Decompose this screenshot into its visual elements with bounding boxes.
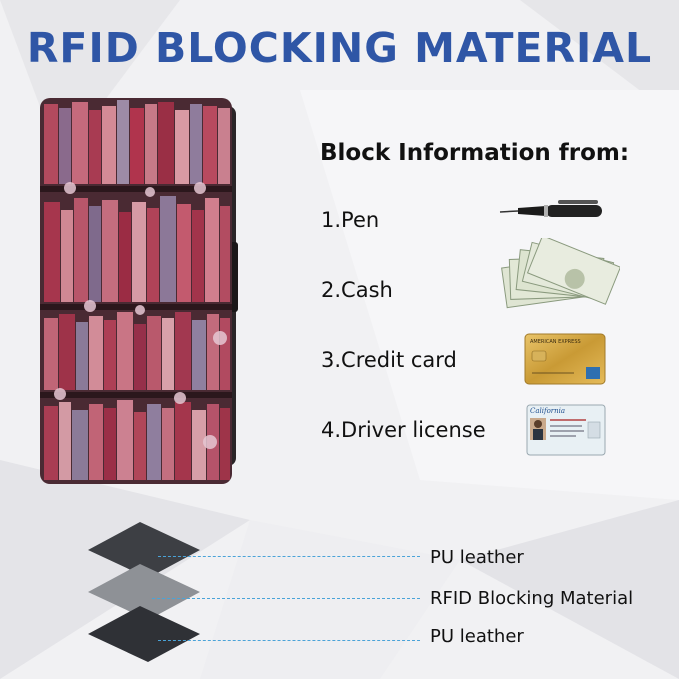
card-brand-text: AMERICAN EXPRESS bbox=[530, 339, 581, 345]
leader-line-top bbox=[158, 556, 420, 557]
license-state-text: California bbox=[530, 407, 565, 415]
wallet-product-image bbox=[40, 98, 238, 484]
layer-label-pu-leather-top: PU leather bbox=[430, 547, 524, 568]
driver-license-icon: California bbox=[526, 404, 606, 456]
layer-bottom-pu-leather bbox=[88, 606, 200, 662]
block-item-cash: 2.Cash bbox=[321, 278, 393, 302]
page-title: RFID BLOCKING MATERIAL bbox=[26, 24, 653, 72]
leader-line-bottom bbox=[158, 640, 420, 641]
cash-icon bbox=[501, 238, 620, 309]
layer-label-rfid: RFID Blocking Material bbox=[430, 588, 634, 609]
material-layers-diagram bbox=[88, 522, 200, 662]
pen-icon bbox=[499, 200, 602, 217]
layer-rfid-material bbox=[88, 564, 200, 620]
block-item-pen: 1.Pen bbox=[321, 208, 380, 232]
block-info-heading: Block Information from: bbox=[320, 140, 630, 166]
leader-line-middle bbox=[152, 598, 420, 599]
block-item-credit-card: 3.Credit card bbox=[321, 348, 457, 372]
layer-top-pu-leather bbox=[88, 522, 200, 578]
credit-card-icon: AMERICAN EXPRESS bbox=[524, 333, 606, 385]
layer-label-pu-leather-bottom: PU leather bbox=[430, 626, 524, 647]
block-item-driver-license: 4.Driver license bbox=[321, 418, 486, 442]
